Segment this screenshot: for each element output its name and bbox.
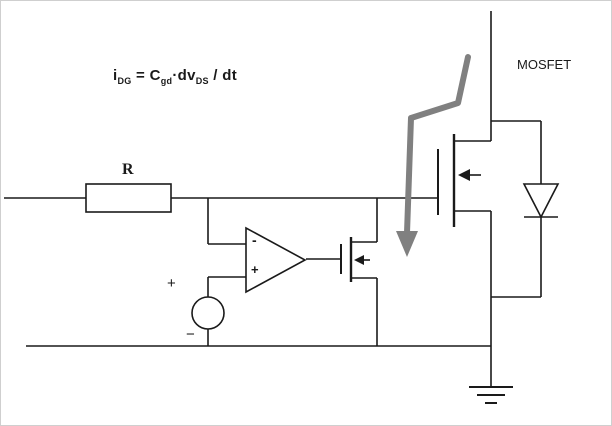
- opamp: [245, 226, 307, 294]
- formula-part: i: [113, 67, 118, 84]
- source-minus-label: −: [186, 326, 195, 343]
- mosfet-label: MOSFET: [517, 57, 572, 72]
- formula-part: ·dv: [172, 67, 196, 84]
- voltage-source: [191, 296, 225, 330]
- wires: [4, 11, 492, 387]
- formula-part: / dt: [208, 67, 238, 84]
- formula-sub: DG: [117, 76, 132, 86]
- driver-mosfet-arrow-icon: [354, 255, 364, 265]
- driver-mosfet: [340, 198, 378, 346]
- source-plus-label: +: [167, 275, 176, 292]
- ground-icon: [469, 386, 513, 404]
- current-path-arrow-icon: [396, 54, 471, 257]
- resistor: [85, 183, 172, 213]
- power-mosfet: [437, 134, 491, 227]
- formula-sub: DS: [195, 76, 209, 86]
- formula-idg: iDG = Cgd·dvDS / dt: [113, 67, 237, 86]
- body-diode: [491, 120, 560, 298]
- formula-part: = C: [131, 67, 161, 84]
- resistor-label: R: [122, 161, 134, 178]
- formula-sub: gd: [160, 76, 173, 86]
- power-mosfet-arrow-icon: [458, 169, 470, 181]
- opamp-inverting-input-label: -: [252, 232, 257, 248]
- opamp-noninverting-input-label: +: [251, 262, 259, 277]
